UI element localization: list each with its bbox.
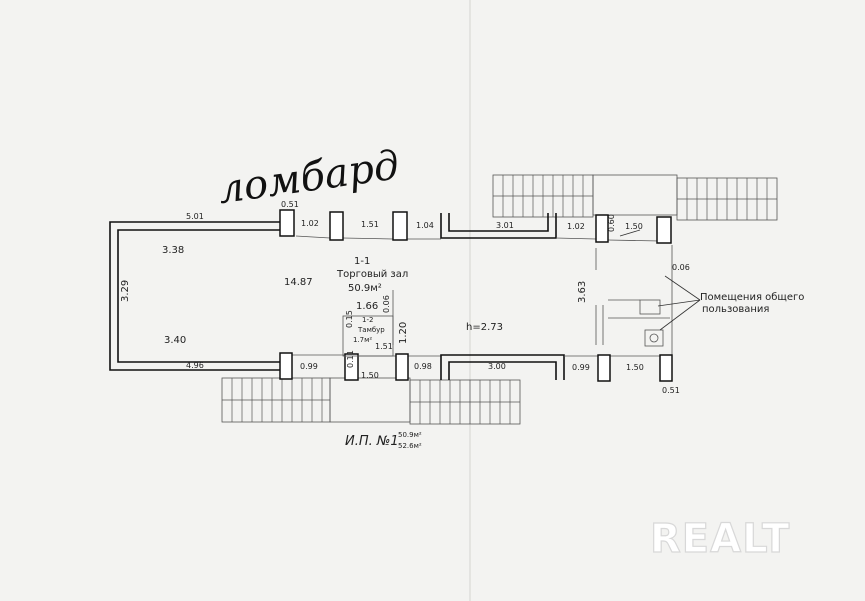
dim-top-gap3: 1.02: [567, 222, 585, 231]
dim-top-gap1: 1.02: [301, 219, 319, 228]
vestibule-name: Тамбур: [357, 326, 385, 334]
handwritten-note: ломбард: [215, 142, 402, 213]
column-bottom-4: [597, 354, 611, 382]
dim-right-wall: 0.06: [672, 263, 690, 272]
column-bottom-5: [659, 354, 673, 382]
dim-inner-bottom: 3.40: [164, 335, 186, 346]
outer-walls: [109, 213, 673, 380]
column-top-5: [656, 216, 672, 244]
plan-title: И.П. №1 50.9м² 52.6м²: [345, 431, 422, 450]
dim-top-door1: 1.51: [361, 220, 379, 229]
dim-bottom-door2: 1.50: [626, 363, 644, 372]
column-top-1: [279, 209, 295, 237]
ceiling-height: h=2.73: [466, 322, 503, 333]
stairs-bottom-left: [221, 377, 331, 423]
column-bottom-3: [395, 353, 409, 381]
dim-bottom-left-wall: 4.96: [186, 361, 204, 370]
hall-name: Торговый зал: [336, 269, 408, 280]
leader-lines: [619, 229, 701, 331]
vestibule-number: 1-2: [362, 316, 373, 324]
column-bottom-2: [344, 353, 359, 381]
stairs-top-left: [492, 174, 594, 218]
dim-vestibule-width: 1.66: [356, 301, 378, 312]
plan-area-lower: 52.6м²: [398, 442, 422, 450]
hall-number: 1-1: [354, 256, 370, 267]
stairs-bottom-right: [409, 379, 521, 425]
column-top-4: [595, 214, 609, 243]
dim-bottom-door1: 1.50: [361, 371, 379, 380]
vestibule-walls: [342, 290, 394, 357]
dimension-labels: 5.01 0.51 1.02 1.51 1.04 3.01 1.02 0.60 …: [120, 200, 690, 395]
dim-top-left-wall: 5.01: [186, 212, 204, 221]
column-top-2: [329, 211, 344, 241]
dim-top-door-right: 1.50: [625, 222, 643, 231]
bottom-landing: [329, 377, 411, 423]
plan-title-text: И.П. №1: [345, 434, 399, 449]
dim-bottom-gap2: 0.98: [414, 362, 432, 371]
dim-top-gap2: 1.04: [416, 221, 434, 230]
dim-bottom-gap3: 0.99: [572, 363, 590, 372]
column-bottom-1: [279, 352, 293, 380]
dim-bottom-wall2: 3.00: [488, 362, 506, 371]
dim-top-col-right: 0.60: [607, 214, 616, 232]
column-top-3: [392, 211, 408, 241]
plan-area-upper: 50.9м²: [398, 431, 422, 439]
dim-top-wall2: 3.01: [496, 221, 514, 230]
dim-inner-left-depth: 3.29: [120, 280, 131, 302]
dim-vestibule-side2: 0.11: [346, 350, 355, 368]
dim-vestibule-door: 1.51: [375, 342, 393, 351]
top-landing: [592, 174, 678, 216]
sanitary-fixtures: [608, 299, 670, 347]
watermark: REALT: [650, 516, 790, 562]
vestibule-area: 1.7м²: [353, 336, 372, 344]
hall-area: 50.9м²: [348, 283, 382, 294]
dim-inner-top: 3.38: [162, 245, 184, 256]
dim-bottom-col-right: 0.51: [662, 386, 680, 395]
dim-bottom-gap1: 0.99: [300, 362, 318, 371]
dim-vestibule-wall: 0.06: [382, 295, 391, 313]
dim-right-depth: 3.63: [577, 281, 588, 303]
dim-vestibule-depth: 1.20: [398, 322, 409, 344]
dim-top-col1: 0.51: [281, 200, 299, 209]
dim-vestibule-side: 0.15: [345, 310, 354, 328]
stairs-top-right: [676, 177, 778, 221]
dim-hall-length: 14.87: [284, 277, 313, 288]
room-labels: 1-1 Торговый зал 50.9м² 1-2 Тамбур 1.7м²…: [336, 256, 503, 344]
